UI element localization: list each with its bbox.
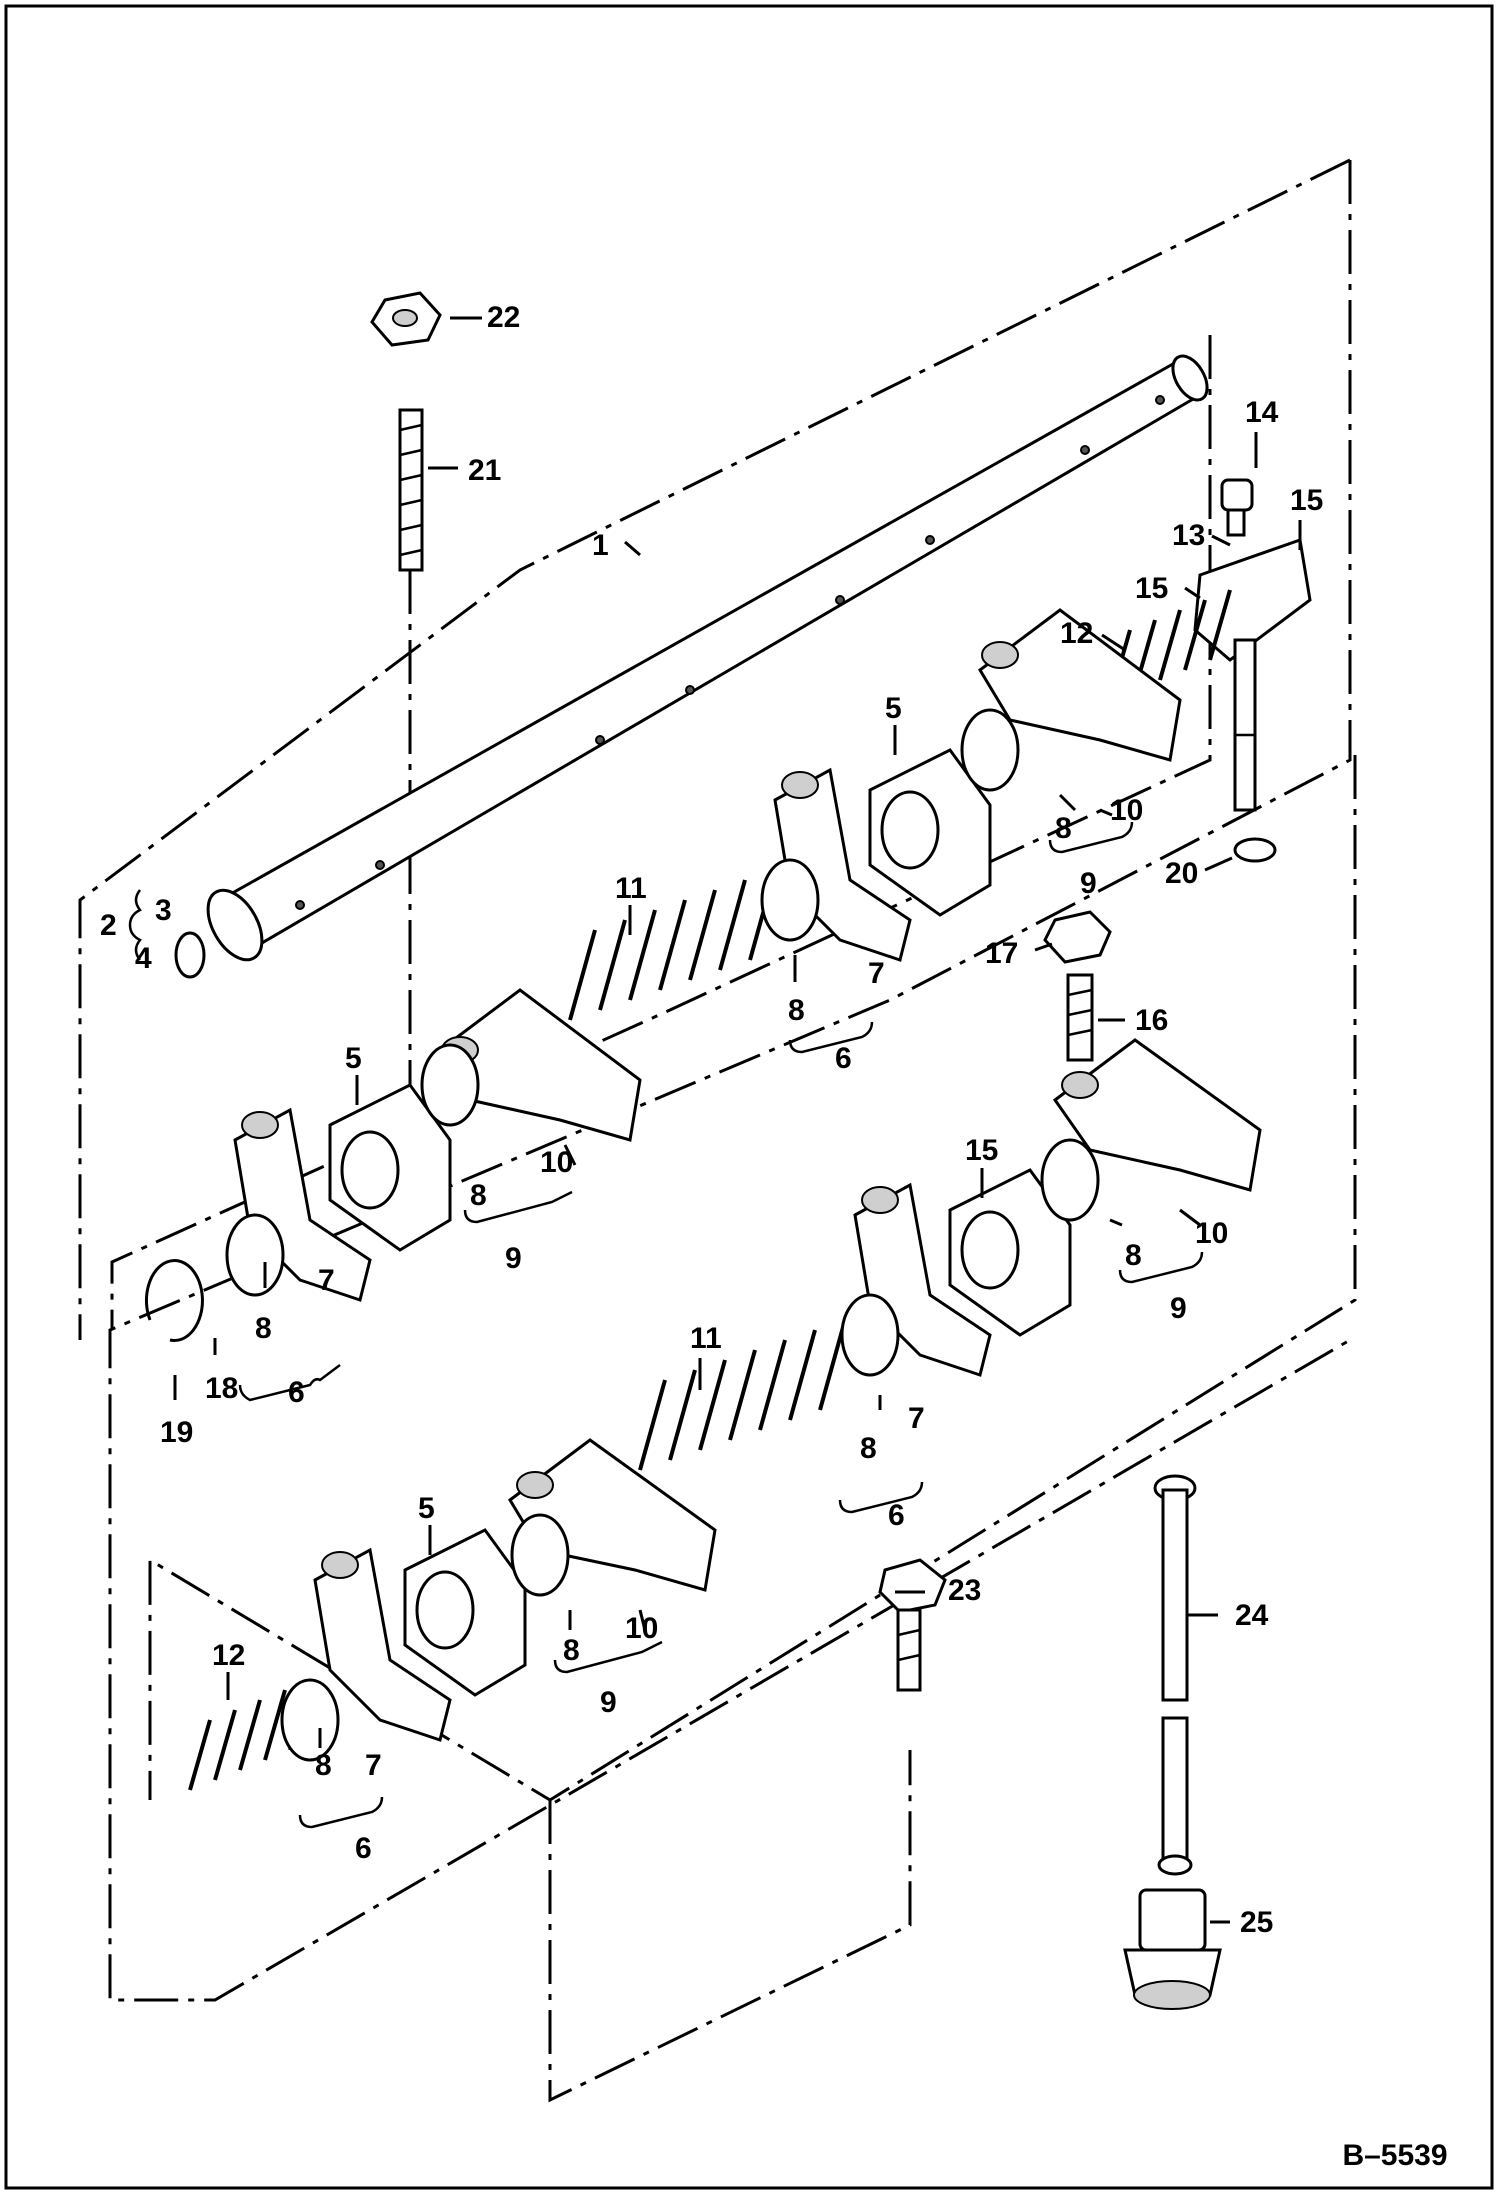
callout-9c: 9	[1170, 1292, 1187, 1325]
spring-lower-11	[638, 1319, 847, 1471]
callout-3: 3	[155, 894, 172, 927]
callout-17: 17	[985, 937, 1018, 970]
outer-panel-outline	[108, 160, 1352, 2002]
ring-3	[960, 708, 1020, 792]
ring-6	[840, 1293, 900, 1377]
ring-8	[280, 1678, 340, 1762]
callout-19: 19	[160, 1416, 193, 1449]
ring-4	[225, 1213, 285, 1297]
callout-8e: 8	[255, 1312, 272, 1345]
adjust-screw-assembly	[1193, 478, 1312, 863]
callout-5a: 5	[885, 692, 902, 725]
callout-8g: 8	[563, 1634, 580, 1667]
callout-6b: 6	[288, 1376, 305, 1409]
callout-10d: 10	[625, 1612, 658, 1645]
callout-1: 1	[592, 529, 609, 562]
callout-4: 4	[135, 942, 152, 975]
lower-bolt-panel	[548, 1750, 912, 2103]
callout-9a: 9	[1080, 867, 1097, 900]
spring-lower-12	[188, 1679, 312, 1791]
plug-small	[174, 931, 206, 979]
callout-10c: 10	[1195, 1217, 1228, 1250]
page-border	[4, 4, 1494, 2190]
stud-21	[398, 408, 424, 572]
callout-7d: 7	[365, 1749, 382, 1782]
callout-8d: 8	[1125, 1239, 1142, 1272]
callout-2: 2	[100, 909, 117, 942]
callout-14: 14	[1245, 396, 1279, 429]
nut-22	[370, 291, 442, 347]
callout-5b: 5	[345, 1042, 362, 1075]
callout-6a: 6	[835, 1042, 852, 1075]
callout-10a: 10	[1110, 794, 1143, 827]
callout-7a: 7	[868, 957, 885, 990]
callout-6c: 6	[888, 1499, 905, 1532]
adjuster-16	[1066, 973, 1094, 1062]
callout-25: 25	[1240, 1906, 1273, 1939]
callout-24: 24	[1235, 1599, 1269, 1632]
spring-upper-11	[568, 869, 777, 1021]
callout-15c: 15	[965, 1134, 998, 1167]
callout-23: 23	[948, 1574, 981, 1607]
snap-ring	[144, 1259, 204, 1342]
callout-21: 21	[468, 454, 501, 487]
push-rod-24	[1153, 1474, 1197, 1876]
rocker-arm-lower-left	[313, 1547, 452, 1742]
callout-8c: 8	[470, 1179, 487, 1212]
callout-7c: 7	[908, 1402, 925, 1435]
callout-8a: 8	[788, 994, 805, 1027]
callout-11a: 11	[615, 872, 647, 905]
callout-8h: 8	[315, 1749, 332, 1782]
callout-12b: 12	[212, 1639, 245, 1672]
outer-panel-top-edge	[78, 158, 1351, 1340]
ring-2	[760, 858, 820, 942]
callout-22: 22	[487, 301, 520, 334]
reference-code: B–5539	[1342, 2139, 1447, 2172]
group-brackets	[128, 821, 1204, 1829]
callout-16: 16	[1135, 1004, 1168, 1037]
callout-15a: 15	[1290, 484, 1323, 517]
shaft-support-lower-right	[948, 1168, 1072, 1337]
callout-10b: 10	[540, 1146, 573, 1179]
callout-7b: 7	[318, 1264, 335, 1297]
callout-11b: 11	[690, 1322, 722, 1355]
shaft-support-upper-left	[328, 1083, 452, 1252]
leader-lines	[173, 316, 1302, 1924]
nut-17	[1043, 910, 1112, 964]
callout-6d: 6	[355, 1832, 372, 1865]
callout-18: 18	[205, 1372, 238, 1405]
ring-5	[1040, 1138, 1100, 1222]
tappet-25	[1123, 1888, 1222, 2010]
shaft-support-upper-right	[868, 748, 992, 917]
callout-8f: 8	[860, 1432, 877, 1465]
ring-7	[510, 1513, 570, 1597]
ring-1	[420, 1043, 480, 1127]
callout-labels: 22 21 1 14 13 15 15 12 20 17 16 2 3 4 5 …	[100, 301, 1323, 1939]
callout-8b: 8	[1055, 812, 1072, 845]
rocker-shaft	[206, 354, 1209, 962]
callout-5c: 5	[418, 1492, 435, 1525]
bolt-23	[878, 1558, 947, 1692]
callout-9d: 9	[600, 1686, 617, 1719]
callout-12a: 12	[1060, 617, 1093, 650]
callout-13: 13	[1172, 519, 1205, 552]
callout-9b: 9	[505, 1242, 522, 1275]
shaft-support-lower-left	[403, 1528, 527, 1697]
callout-15b: 15	[1135, 572, 1168, 605]
callout-20: 20	[1165, 857, 1198, 890]
